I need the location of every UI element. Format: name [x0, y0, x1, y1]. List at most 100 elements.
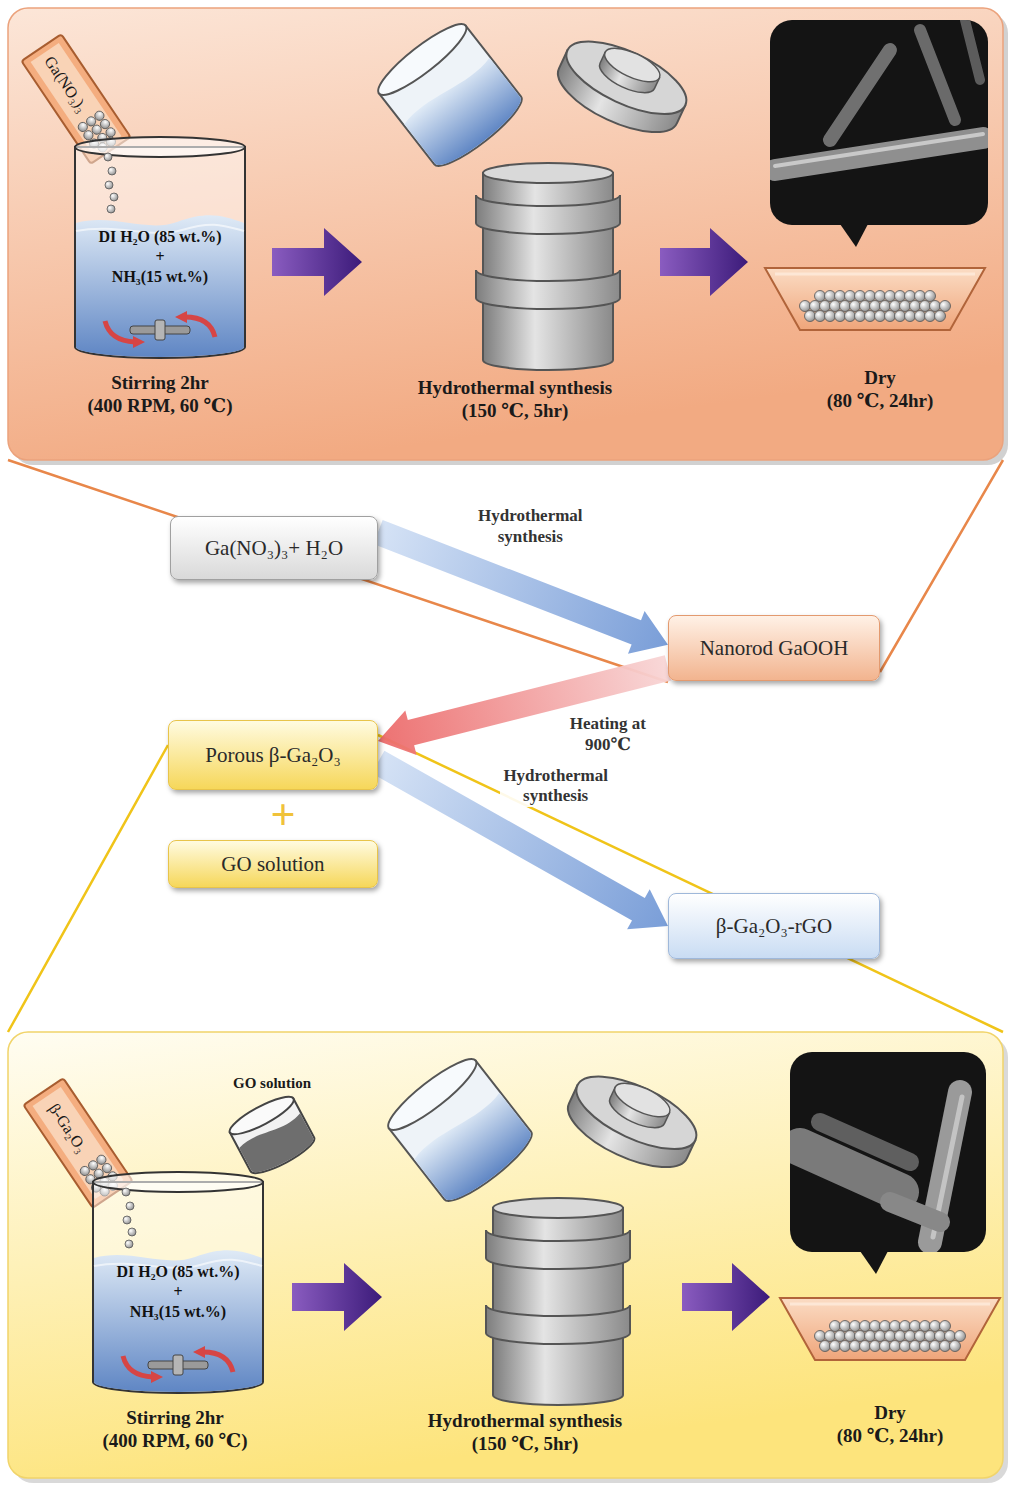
beaker-outline-part: [93, 1172, 263, 1192]
teflon-liner-part: [381, 1050, 484, 1138]
drying-dish-part: [765, 268, 985, 330]
drying-dish-part: [885, 291, 896, 302]
drying-dish-part: [900, 1341, 911, 1352]
process-step-arrow: [292, 1263, 382, 1331]
step-caption: Dry (80 ℃, 24hr): [775, 367, 985, 413]
drying-dish-part: [850, 301, 861, 312]
teflon-liner: [371, 15, 529, 174]
drying-dish-part: [910, 1341, 921, 1352]
drying-dish-part: [910, 301, 921, 312]
beaker-outline-part: [193, 1346, 205, 1358]
drying-dish-part: [925, 291, 936, 302]
text-line: Stirring 2hr: [55, 372, 265, 395]
process-box: GO solution: [168, 840, 378, 888]
drying-dish-part: [775, 273, 975, 276]
autoclave: [371, 15, 696, 370]
drying-dish-part: [875, 1331, 886, 1342]
text-line: Hydrothermal synthesis: [400, 1410, 650, 1433]
text-line: Hydrothermal synthesis: [390, 377, 640, 400]
sem-image: [790, 1052, 986, 1274]
beaker-outline-part: [75, 147, 245, 358]
autoclave-lid-part: [566, 1062, 706, 1164]
drying-dish-part: [850, 1341, 861, 1352]
text-line: Dry: [785, 1402, 995, 1425]
drying-dish-part: [940, 301, 951, 312]
drying-dish-part: [860, 1341, 871, 1352]
flow-arrow: [372, 751, 668, 930]
drying-dish-part: [935, 311, 946, 322]
beaker-outline-part: [126, 1202, 134, 1210]
drying-dish-part: [855, 311, 866, 322]
beaker-outline-part: [123, 1216, 131, 1224]
sem-image-part: [840, 224, 868, 247]
autoclave-part: [483, 163, 613, 183]
beaker-outline-part: [105, 181, 113, 189]
sem-image-part-part: [830, 50, 890, 140]
sem-image-part: [790, 1052, 986, 1252]
text-stack: DI H₂O (85 wt.%)+NH₃(15 wt.%): [72, 227, 248, 287]
plus-sign: +: [270, 793, 295, 837]
beaker-outline-part: [75, 137, 245, 157]
drying-dish-part: [905, 1331, 916, 1342]
drying-dish-part: [930, 301, 941, 312]
autoclave-lid-part: [610, 1077, 675, 1124]
drying-dish-part: [915, 1331, 926, 1342]
drying-dish-part: [900, 301, 911, 312]
autoclave-part: [476, 195, 620, 234]
sem-image-part-part: [775, 138, 983, 170]
beaker-outline-part: [125, 1240, 133, 1248]
drying-dish-part: [890, 1341, 901, 1352]
box-label: GO solution: [221, 852, 324, 877]
vessel-text: +: [155, 247, 164, 267]
edge-label: Hydrothermal synthesis: [500, 766, 612, 807]
autoclave-part: [493, 1198, 623, 1218]
drying-dish-part: [815, 291, 826, 302]
beaker-outline-part: [110, 193, 118, 201]
beaker-outline-part: [93, 1182, 263, 1393]
process-box: Ga(NO₃)₃+ H₂O: [170, 516, 378, 580]
step-caption: Hydrothermal synthesis (150 ℃, 5hr): [390, 377, 640, 423]
text-stack: DI H₂O (85 wt.%)+NH₃(15 wt.%): [90, 1262, 266, 1322]
beaker-outline: [72, 135, 248, 360]
autoclave-lid-part: [600, 42, 665, 89]
sem-image: [770, 20, 988, 247]
drying-dish-part: [790, 1303, 990, 1306]
process-step-arrow: [682, 1263, 770, 1331]
process-box: Nanorod GaOOH: [668, 615, 880, 681]
box-label: Ga(NO₃)₃+ H₂O: [205, 536, 343, 561]
drying-dish-part: [885, 1331, 896, 1342]
drying-dish-part: [950, 1341, 961, 1352]
drying-dish-part: [825, 291, 836, 302]
drying-dish-part: [860, 1321, 871, 1332]
drying-dish-part: [835, 1331, 846, 1342]
drying-dish-part: [835, 311, 846, 322]
step-caption: Dry (80 ℃, 24hr): [785, 1402, 995, 1448]
drying-dish-part: [840, 1341, 851, 1352]
step-caption: Hydrothermal synthesis (150 ℃, 5hr): [400, 1410, 650, 1456]
drying-dish-part: [850, 1321, 861, 1332]
drying-dish-part: [930, 1321, 941, 1332]
drying-dish-part: [870, 301, 881, 312]
beaker-outline-part: [173, 1355, 183, 1375]
drying-dish-part: [880, 1321, 891, 1332]
vessel-text: DI H₂O (85 wt.%): [116, 1262, 239, 1282]
drying-dish-part: [830, 1341, 841, 1352]
drying-dish: [765, 268, 985, 330]
drying-dish-part: [920, 1321, 931, 1332]
drying-dish-part: [845, 291, 856, 302]
beaker-outline-part: [104, 153, 112, 161]
beaker-outline-part: [185, 317, 215, 337]
text-line: (400 RPM, 60 ℃): [70, 1430, 280, 1453]
autoclave-part: [476, 270, 620, 309]
autoclave: [381, 1050, 706, 1405]
sem-image-part-part: [820, 1122, 910, 1162]
drying-dish-part: [830, 1321, 841, 1332]
edge-label: Hydrothermal synthesis: [474, 506, 586, 547]
autoclave-lid: [558, 1062, 706, 1182]
vessel-text: +: [173, 1282, 182, 1302]
drying-dish-part: [880, 1341, 891, 1352]
drying-dish-part: [835, 291, 846, 302]
drying-dish-part: [890, 301, 901, 312]
drying-dish-part: [955, 1331, 966, 1342]
beaker-vessel: DI H₂O (85 wt.%)+NH₃(15 wt.%): [72, 135, 248, 360]
